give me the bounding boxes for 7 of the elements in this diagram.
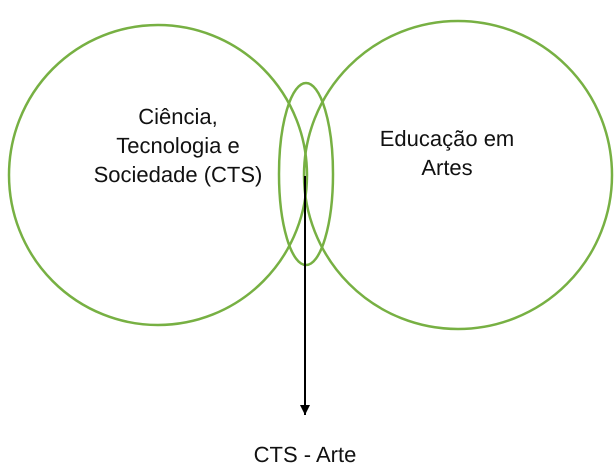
arrow <box>300 176 310 415</box>
venn-circle <box>303 20 613 330</box>
overlap-ellipse <box>278 82 334 266</box>
venn-circle <box>8 24 308 326</box>
circle-label: Ciência, Tecnologia e Sociedade (CTS) <box>93 103 263 189</box>
result-label: CTS - Arte <box>225 440 385 470</box>
circle-label: Educação em Artes <box>378 125 516 182</box>
